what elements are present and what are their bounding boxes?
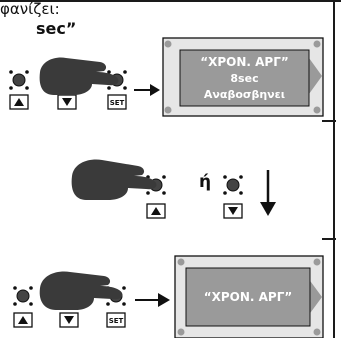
button-icon bbox=[12, 285, 34, 307]
hand-pointer-icon-3 bbox=[39, 271, 123, 310]
frame-right-line bbox=[333, 0, 335, 338]
set-key-label-2: SET bbox=[109, 317, 124, 325]
caption-line-2: sec” bbox=[36, 19, 77, 38]
lcd3-line-1: “ΧΡΟΝ. ΑΡΓ” bbox=[203, 290, 293, 304]
lcd1-line-3: Αναβοσβηνει bbox=[203, 88, 286, 101]
down-arrow-icon bbox=[59, 312, 79, 328]
or-label: ή bbox=[199, 172, 212, 192]
hand-pointer-icon-2 bbox=[71, 159, 157, 200]
up-arrow-icon bbox=[146, 203, 166, 219]
step1-button-set[interactable]: SET bbox=[106, 69, 128, 110]
step3-button-up[interactable] bbox=[12, 285, 34, 328]
step1-button-up[interactable] bbox=[8, 69, 30, 110]
right-arrow-icon-3 bbox=[135, 293, 170, 307]
step3-button-set[interactable]: SET bbox=[105, 285, 127, 328]
lcd1-line-1: “ΧΡΟΝ. ΑΡΓ” bbox=[200, 55, 289, 69]
instruction-caption: φανίζει: sec” bbox=[0, 0, 160, 38]
right-arrow-icon bbox=[134, 84, 160, 96]
down-arrow-icon bbox=[57, 94, 77, 110]
caption-line-1: φανίζει: bbox=[0, 0, 60, 18]
button-icon bbox=[222, 174, 244, 196]
step2-button-down[interactable] bbox=[222, 174, 244, 219]
button-icon bbox=[8, 69, 30, 91]
lcd-display-3 bbox=[174, 255, 324, 338]
frame-divider-line-2 bbox=[322, 238, 336, 240]
lcd1-line-2: 8sec bbox=[230, 72, 259, 85]
frame-top-line bbox=[0, 0, 341, 2]
hand-pointer-icon bbox=[39, 57, 119, 95]
down-long-arrow-icon bbox=[260, 170, 276, 216]
lcd-display-1 bbox=[162, 37, 324, 117]
down-arrow-icon bbox=[223, 203, 243, 219]
up-arrow-icon bbox=[13, 312, 33, 328]
set-key-label: SET bbox=[110, 99, 125, 107]
up-arrow-icon bbox=[9, 94, 29, 110]
frame-divider-line bbox=[322, 120, 336, 122]
